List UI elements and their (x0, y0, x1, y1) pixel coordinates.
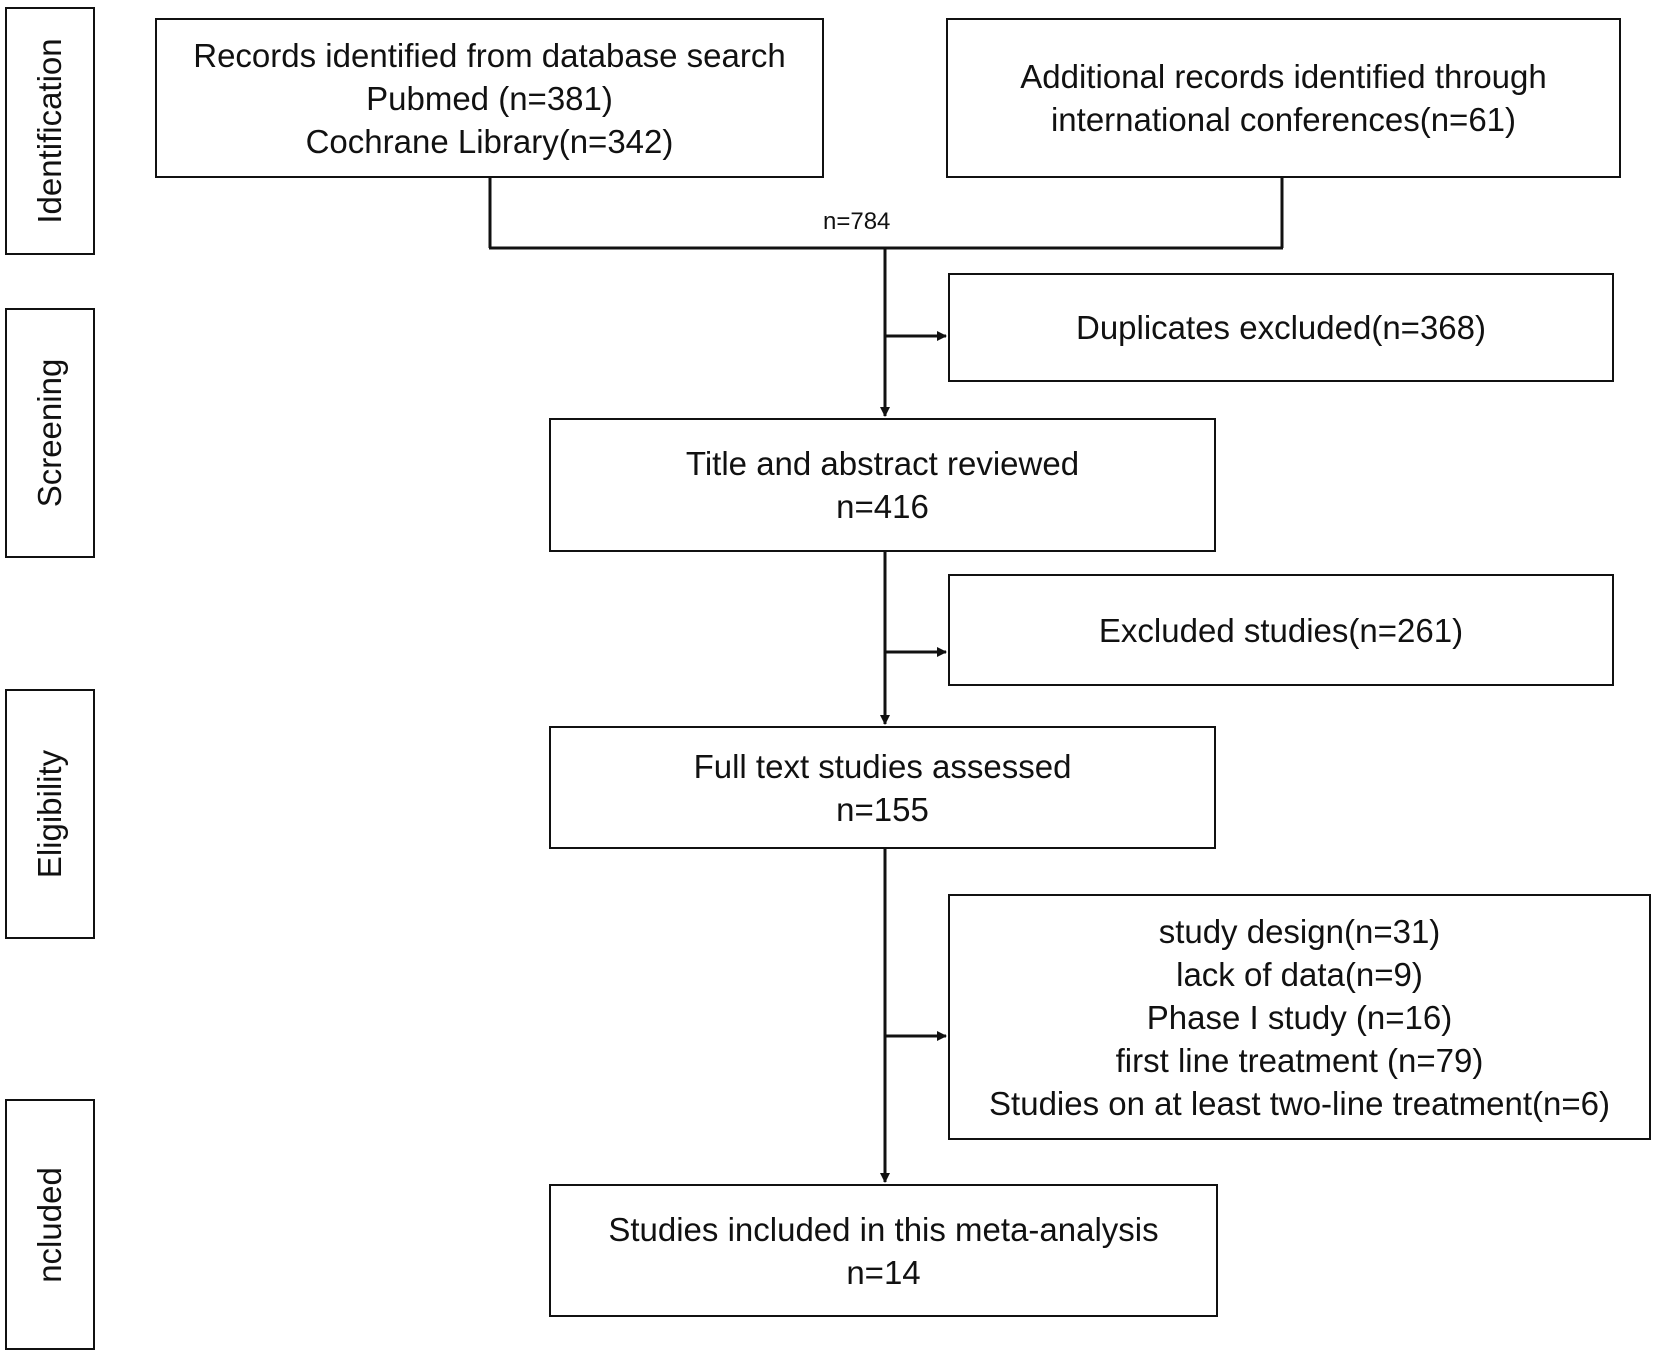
additional-records-box: Additional records identified through in… (946, 18, 1621, 178)
full-text-box: Full text studies assessed n=155 (549, 726, 1216, 849)
box-line: study design(n=31) (1158, 912, 1441, 950)
box-line: Pubmed (n=381) (366, 79, 613, 117)
fulltext-exclusion-reasons-box: study design(n=31) lack of data(n=9) Pha… (948, 894, 1651, 1140)
box-line: Duplicates excluded(n=368) (1075, 309, 1486, 346)
stage-identification-label: Identification (31, 38, 68, 224)
stage-screening: Screening (5, 308, 95, 558)
stage-identification: Identification (5, 7, 95, 255)
box-line: Title and abstract reviewed (685, 445, 1080, 482)
excluded-studies-box: Excluded studies(n=261) (948, 574, 1614, 686)
box-line: Studies on at least two-line treatment(n… (989, 1084, 1610, 1122)
box-line: Phase I study (n=16) (1146, 998, 1453, 1036)
box-line: Full text studies assessed (693, 747, 1072, 785)
duplicates-excluded-box: Duplicates excluded(n=368) (948, 273, 1614, 382)
box-line: n=416 (836, 488, 929, 525)
box-line: Additional records identified through (1020, 58, 1547, 95)
box-line: n=155 (836, 790, 929, 828)
box-line: Excluded studies(n=261) (1098, 611, 1464, 649)
box-line: Studies included in this meta-analysis (608, 1210, 1159, 1248)
stage-eligibility: Eligibility (5, 689, 95, 939)
stage-included: ncluded (5, 1099, 95, 1350)
merge-count-label: n=784 (823, 208, 891, 235)
included-studies-box: Studies included in this meta-analysis n… (549, 1184, 1218, 1317)
stage-eligibility-label: Eligibility (31, 749, 68, 879)
box-line: international conferences(n=61) (1050, 101, 1517, 138)
title-abstract-box: Title and abstract reviewed n=416 (549, 418, 1216, 552)
box-line: first line treatment (n=79) (1115, 1041, 1484, 1079)
box-line: Records identified from database search (193, 36, 786, 74)
box-line: lack of data(n=9) (1176, 955, 1423, 993)
stage-included-label: ncluded (31, 1166, 68, 1283)
box-line: n=14 (846, 1253, 921, 1291)
database-search-box: Records identified from database search … (155, 18, 824, 178)
stage-screening-label: Screening (31, 358, 68, 508)
box-line: Cochrane Library(n=342) (305, 122, 674, 160)
